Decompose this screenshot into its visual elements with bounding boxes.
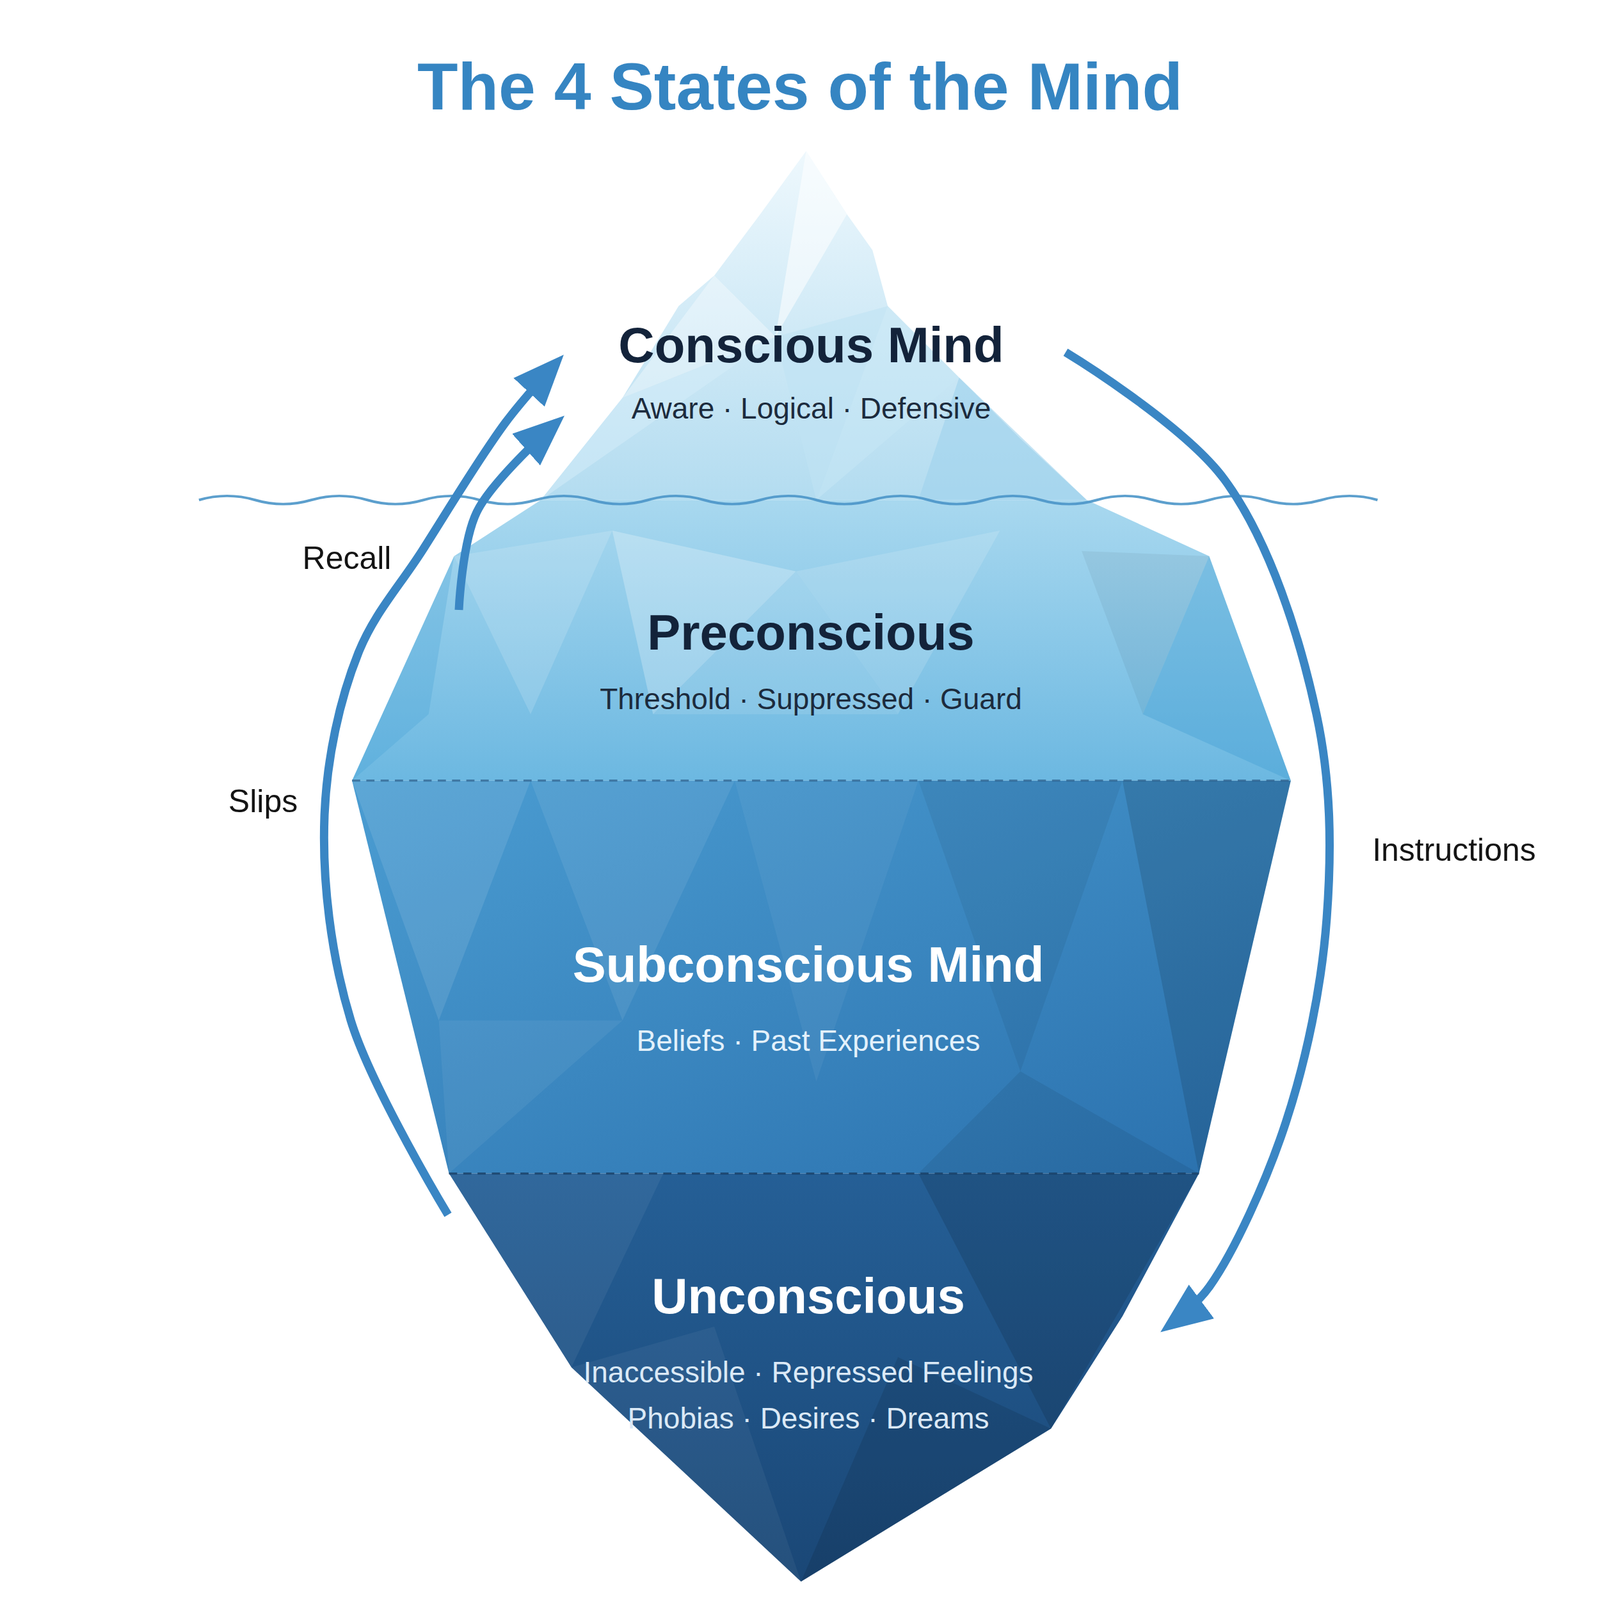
band-keywords: Inaccessible · Repressed Feelings Phobia…	[539, 1349, 1078, 1442]
facet	[1143, 556, 1291, 781]
flow-arrow	[1065, 352, 1330, 1327]
facet	[454, 530, 613, 715]
facet	[352, 556, 454, 781]
diagram-title: The 4 States of the Mind	[0, 44, 1600, 128]
preconscious-band	[352, 499, 1291, 781]
conscious-band-label: Conscious MindAware · Logical · Defensiv…	[556, 311, 1066, 429]
facet	[439, 1020, 623, 1174]
unconscious-band-label: UnconsciousInaccessible · Repressed Feel…	[448, 1203, 1169, 1472]
preconscious-band-label: PreconsciousThreshold · Suppressed · Gua…	[458, 598, 1163, 720]
band-heading: Unconscious	[448, 1267, 1169, 1325]
arrow-label: Recall	[302, 538, 392, 578]
unconscious-band	[449, 1173, 1200, 1583]
band-heading: Subconscious Mind	[494, 935, 1122, 994]
band-divider	[449, 1172, 1200, 1175]
arrow-label: Instructions	[1372, 830, 1536, 870]
iceberg-tip	[540, 151, 1087, 500]
iceberg-shape	[199, 151, 1378, 1582]
arrow-label: Slips	[228, 782, 298, 821]
facet	[1122, 780, 1291, 1174]
facet	[352, 780, 531, 1021]
band-divider	[352, 779, 1291, 782]
band-keywords: Beliefs · Past Experiences	[494, 1022, 1122, 1059]
band-heading: Conscious Mind	[556, 316, 1066, 374]
facet	[801, 1357, 1052, 1583]
facet	[775, 151, 848, 337]
flow-arrow	[323, 362, 557, 1215]
facet	[918, 1071, 1199, 1174]
flow-arrow	[458, 422, 557, 610]
water-line	[199, 496, 1378, 505]
subconscious-band-label: Subconscious MindBeliefs · Past Experien…	[494, 931, 1122, 1060]
band-keywords: Threshold · Suppressed · Guard	[458, 680, 1163, 717]
band-keywords: Aware · Logical · Defensive	[556, 390, 1066, 427]
band-heading: Preconscious	[458, 603, 1163, 662]
facet	[449, 1173, 664, 1368]
subconscious-band	[352, 780, 1291, 1174]
